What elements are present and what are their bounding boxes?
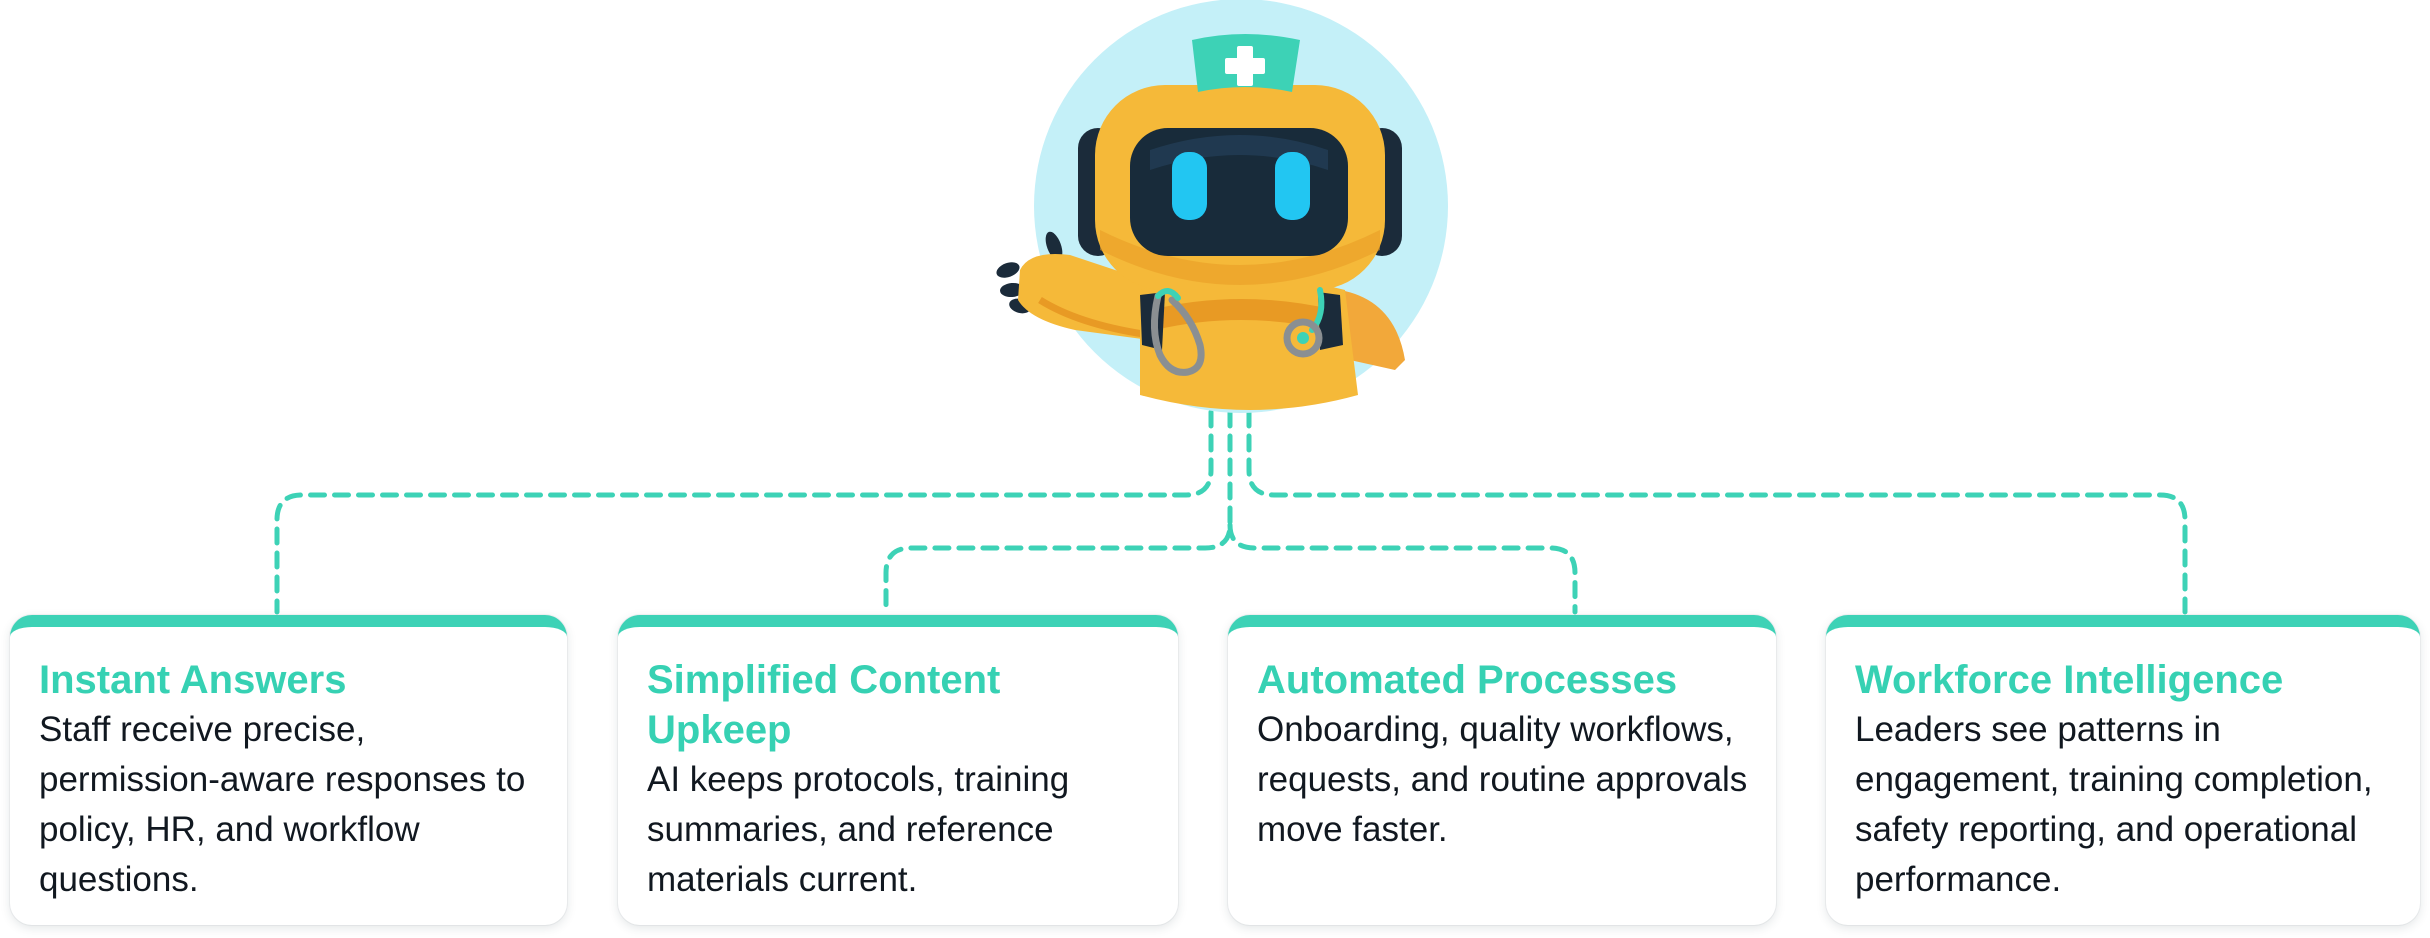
feature-card-automated-processes: Automated Processes Onboarding, quality …	[1228, 615, 1776, 925]
robot-left-eye	[1172, 152, 1207, 220]
robot-nurse-mascot	[996, 0, 1448, 413]
medical-cross-icon	[1225, 46, 1265, 86]
card-title: Instant Answers	[39, 658, 347, 702]
connector-workforce-intelligence	[1246, 409, 2188, 615]
card-description: Leaders see patterns in engagement, trai…	[1855, 710, 2373, 899]
card-description: Staff receive precise, permission-aware …	[39, 710, 526, 899]
connector-simplified-content	[883, 409, 1233, 615]
card-description: AI keeps protocols, training summaries, …	[647, 760, 1070, 899]
card-title: Simplified Content Upkeep	[647, 658, 1001, 752]
robot-right-eye	[1275, 152, 1310, 220]
feature-card-instant-answers: Instant Answers Staff receive precise, p…	[10, 615, 567, 925]
connector-instant-answers	[274, 409, 1214, 615]
stethoscope	[1151, 287, 1325, 376]
feature-card-simplified-content-upkeep: Simplified Content Upkeep AI keeps proto…	[618, 615, 1178, 925]
connector-automated-processes	[1227, 522, 1578, 615]
card-title: Automated Processes	[1257, 658, 1678, 702]
card-description: Onboarding, quality workflows, requests,…	[1257, 710, 1748, 849]
card-title: Workforce Intelligence	[1855, 658, 2284, 702]
feature-card-workforce-intelligence: Workforce Intelligence Leaders see patte…	[1826, 615, 2420, 925]
